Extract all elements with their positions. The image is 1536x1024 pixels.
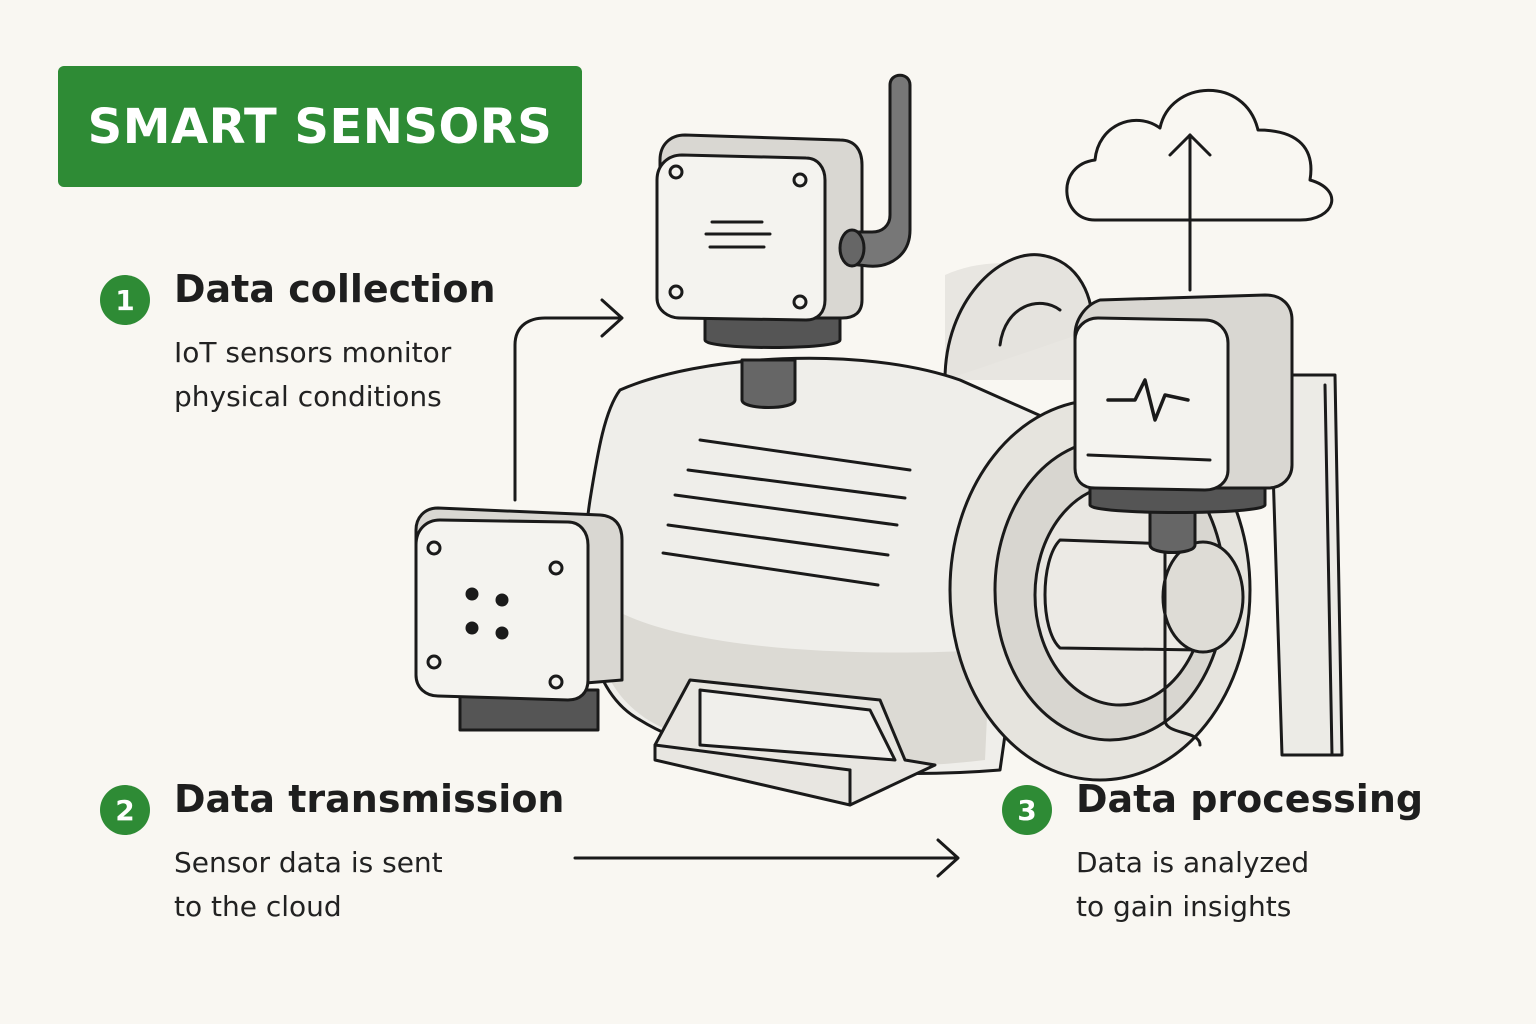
step-description: Sensor data is sent to the cloud xyxy=(174,846,443,923)
title-banner: SMART SENSORS xyxy=(58,66,582,187)
arrow-right-icon xyxy=(573,838,960,878)
step-title: Data transmission xyxy=(174,777,565,821)
pulse-icon xyxy=(1106,378,1190,422)
page-title: SMART SENSORS xyxy=(87,98,553,155)
cloud-upload-icon xyxy=(1065,88,1334,292)
antenna-icon xyxy=(838,73,912,268)
step-number-badge: 3 xyxy=(1002,785,1052,835)
step-description: IoT sensors monitor physical conditions xyxy=(174,336,452,413)
step-title: Data processing xyxy=(1076,777,1424,821)
step-number-badge: 2 xyxy=(100,785,150,835)
step-title: Data collection xyxy=(174,267,496,311)
step-number-badge: 1 xyxy=(100,275,150,325)
step-description: Data is analyzed to gain insights xyxy=(1076,846,1310,923)
